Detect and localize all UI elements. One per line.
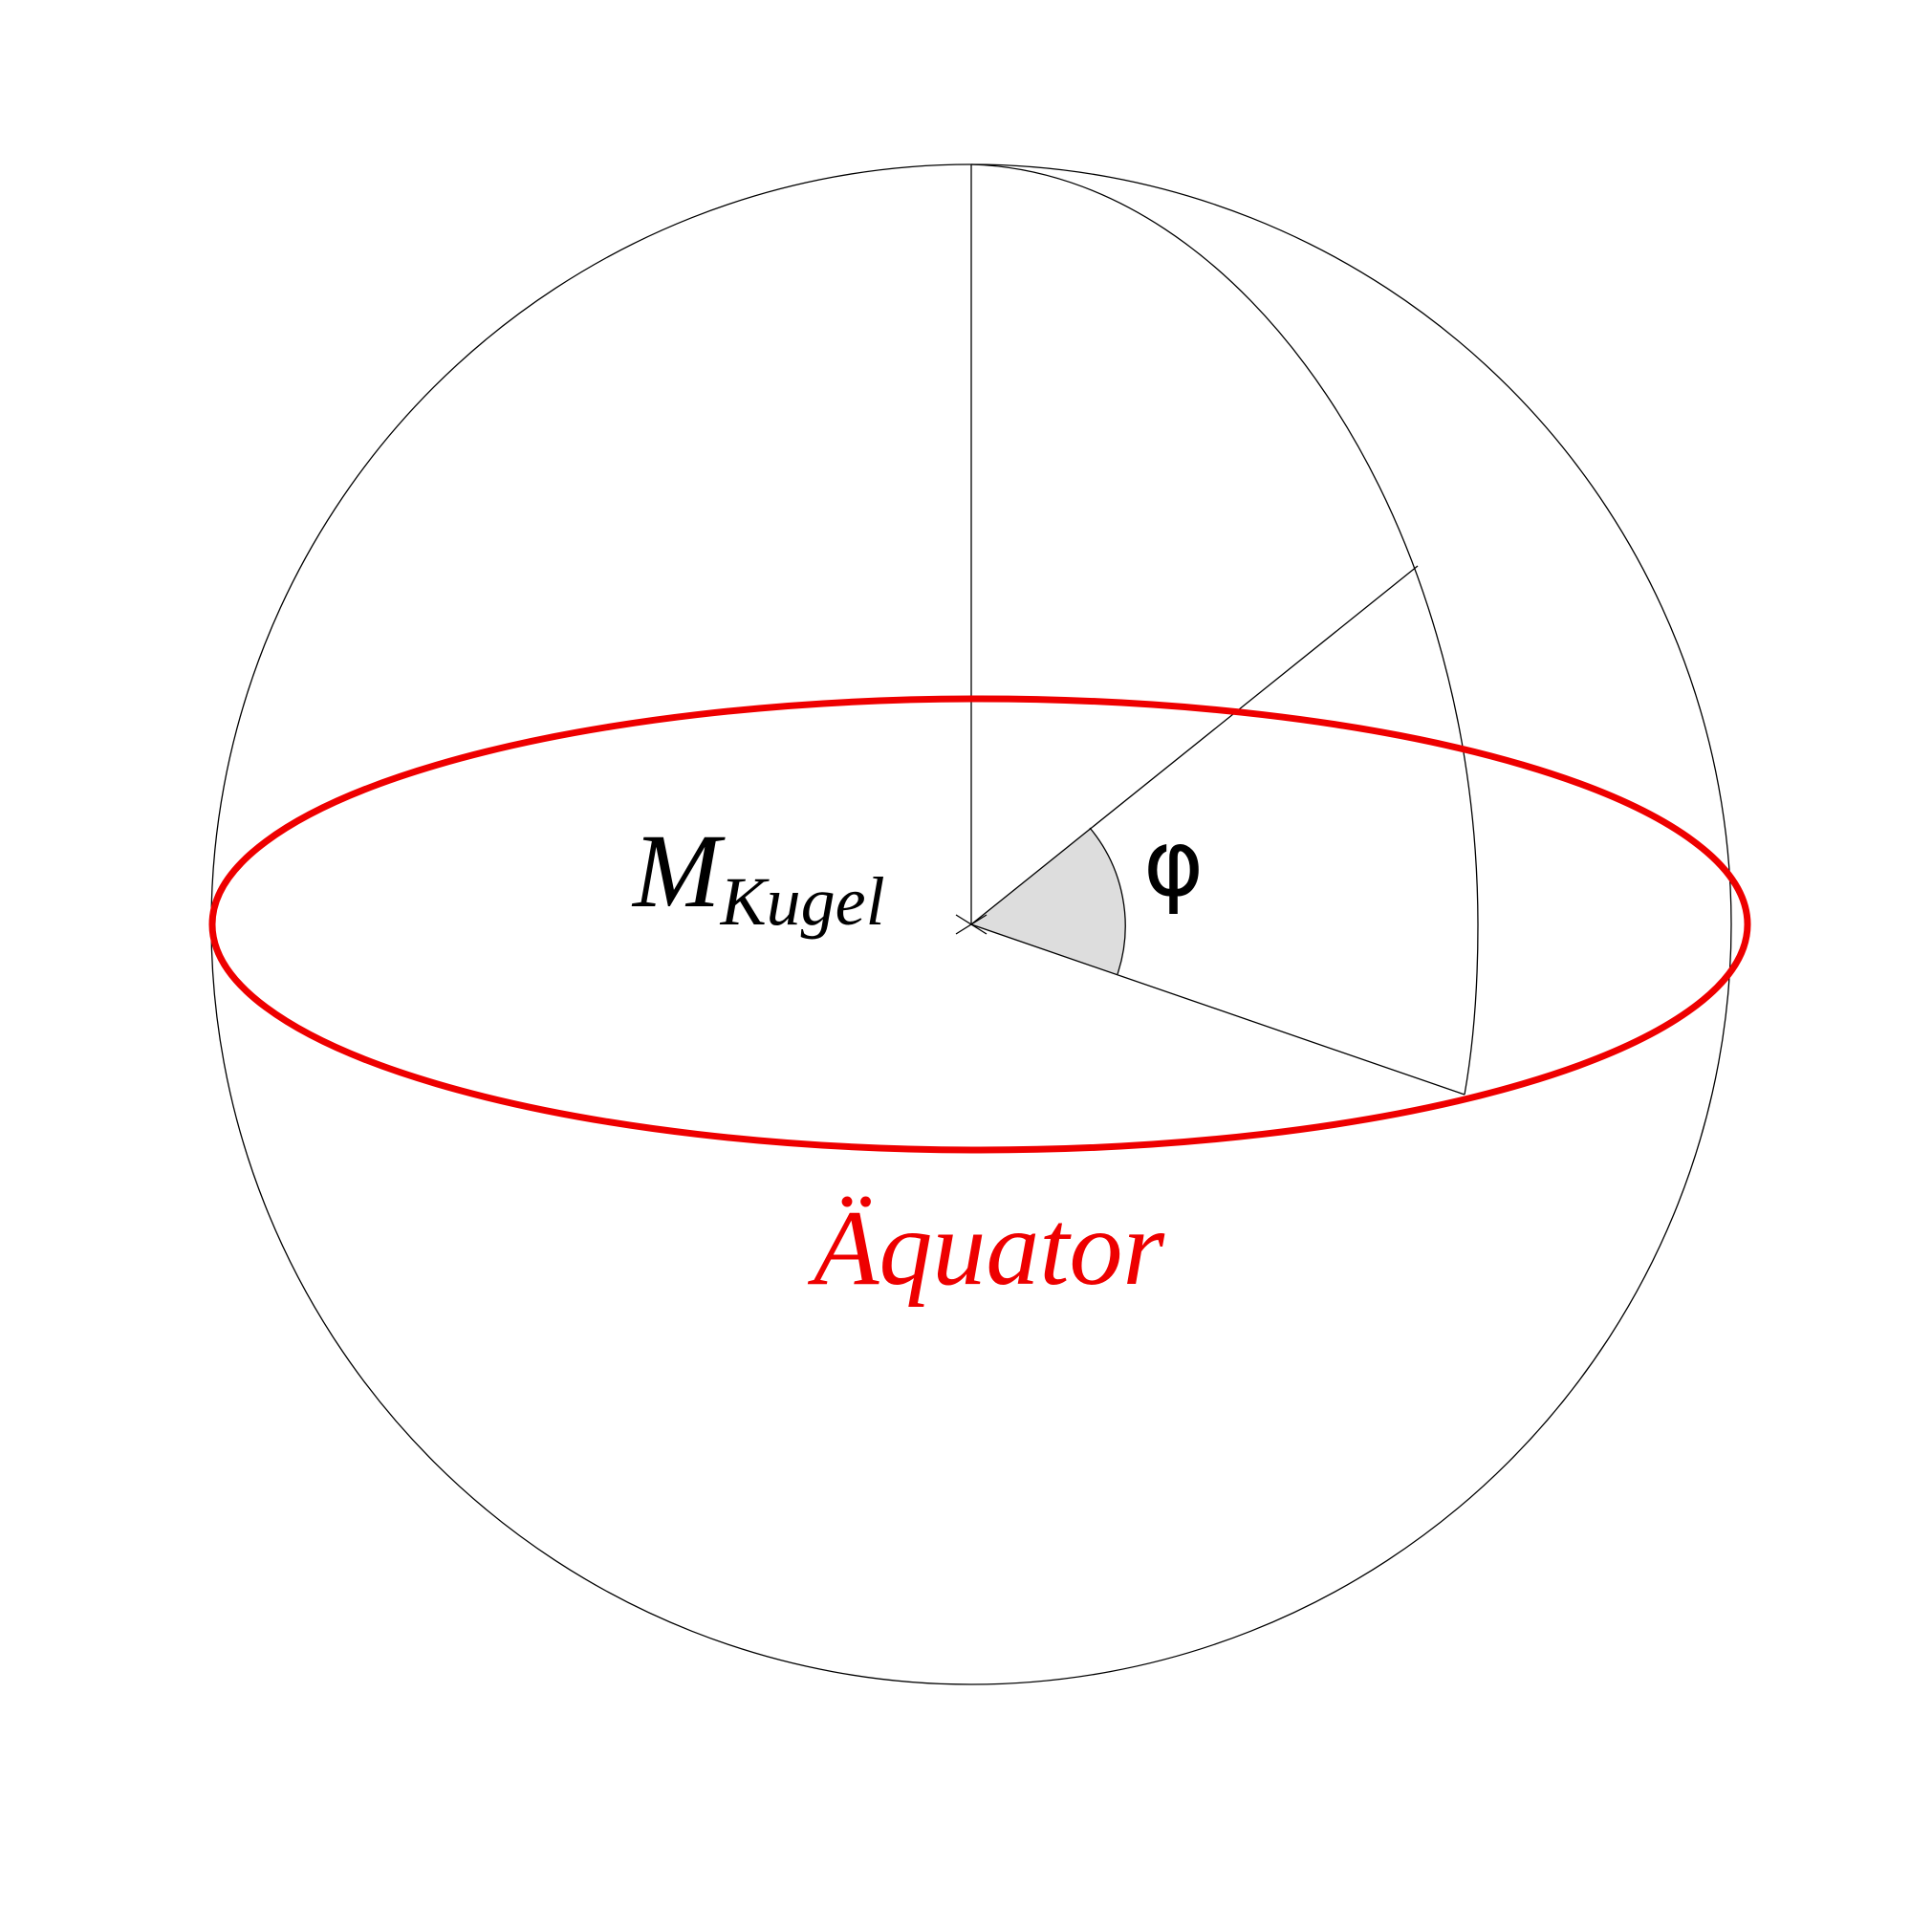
center-mark bbox=[955, 914, 988, 935]
center-label-subscript: Kugel bbox=[720, 863, 885, 940]
center-label-main: M bbox=[631, 813, 726, 929]
radius-to-point bbox=[970, 565, 1419, 925]
equator-label: Äquator bbox=[807, 1189, 1165, 1308]
equator-ellipse bbox=[208, 695, 1751, 1154]
radius-to-equator bbox=[970, 923, 1465, 1096]
angle-arc bbox=[1089, 827, 1126, 975]
center-label: MKugel bbox=[631, 813, 885, 940]
angle-sector bbox=[971, 828, 1126, 974]
angle-label: φ bbox=[1143, 810, 1204, 917]
meridian-arc bbox=[970, 163, 1479, 1096]
